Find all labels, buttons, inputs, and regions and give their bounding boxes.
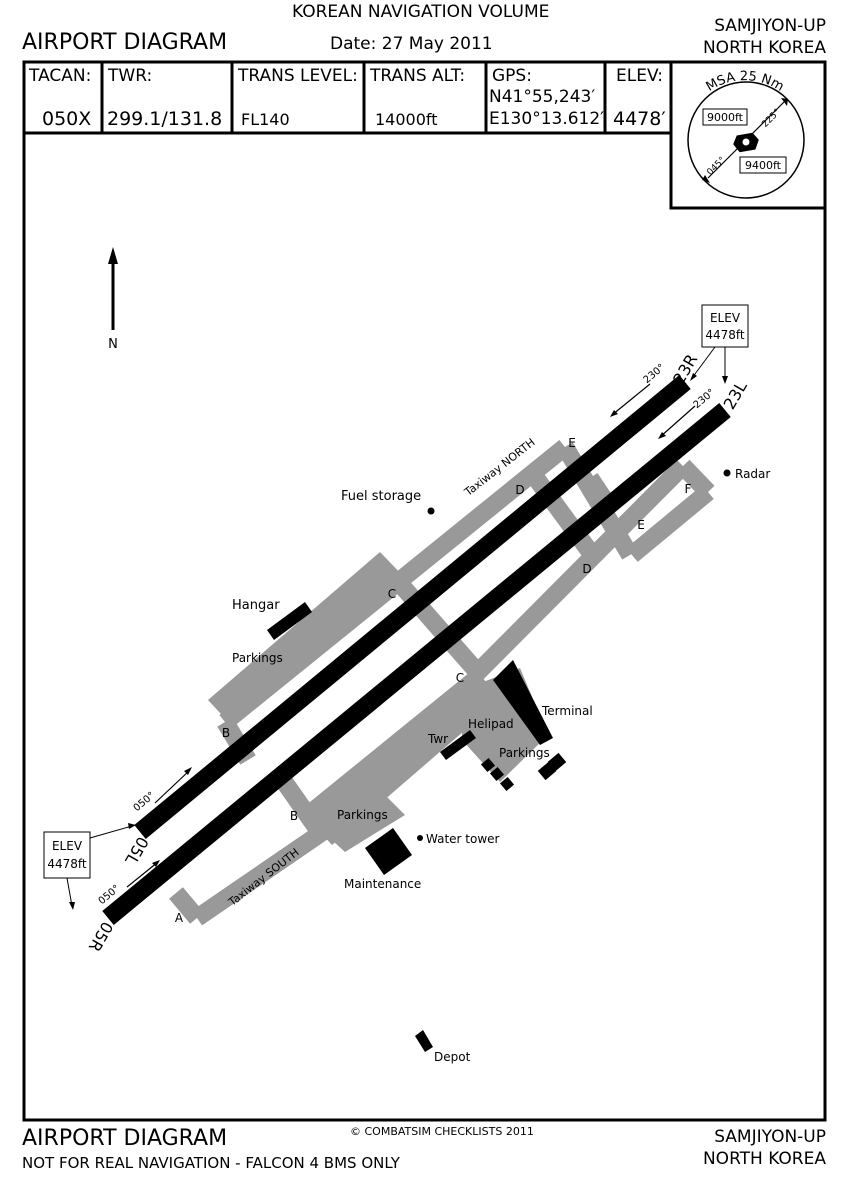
taxiway-E-label-north: E [568, 436, 576, 450]
taxiway-A-label: A [175, 911, 184, 925]
msa-sector-b: 9400ft [745, 159, 782, 172]
taxiway-south-label: Taxiway SOUTH [225, 846, 301, 910]
taxiway-D-label-south: D [582, 562, 591, 576]
taxiway-C-label-south: C [456, 671, 464, 685]
footer-copyright: © COMBATSIM CHECKLISTS 2011 [350, 1125, 534, 1138]
taxiway-E-label-south: E [637, 518, 645, 532]
runway-05R-label: 05R [85, 918, 117, 955]
elev-value: 4478′ [613, 108, 666, 130]
diagram-frame [22, 60, 827, 1122]
taxiway-B-label-north: B [222, 726, 230, 740]
taxiway-D-label-north: D [515, 483, 524, 497]
tower-building [440, 730, 476, 760]
airport-name: SAMJIYON-UP [714, 16, 826, 36]
tacan-value: 050X [42, 108, 92, 130]
terminal-label: Terminal [541, 704, 593, 718]
twr-label: TWR: [108, 66, 153, 86]
country-name: NORTH KOREA [702, 38, 826, 58]
footer-country: NORTH KOREA [702, 1149, 826, 1169]
water-tower-label: Water tower [426, 832, 500, 846]
volume-title: KOREAN NAVIGATION VOLUME [292, 2, 550, 22]
elev-box-ne-value: 4478ft [705, 328, 745, 342]
radar-label: Radar [735, 467, 770, 481]
runway-05R-23L [102, 403, 731, 925]
gps-label: GPS: [492, 66, 532, 86]
heading-23L: 230° [692, 387, 718, 411]
footer-title: AIRPORT DIAGRAM [22, 1126, 228, 1151]
elev-box-ne-label: ELEV [710, 311, 741, 325]
north-label: N [108, 337, 118, 352]
parkings-label-terminal: Parkings [499, 746, 550, 760]
taxiway-F-label: F [685, 482, 692, 496]
depot-building [415, 1030, 433, 1052]
tower-label: Twr [427, 732, 448, 746]
trans-level-value: FL140 [241, 110, 290, 129]
parkings-label-north: Parkings [232, 651, 283, 665]
taxiway-south [191, 812, 346, 926]
elev-label: ELEV: [616, 66, 663, 86]
heading-23R: 230° [642, 362, 668, 386]
gps-latitude: N41°55,243′ [489, 87, 596, 107]
msa-circle [687, 81, 805, 199]
hangar-label: Hangar [232, 598, 280, 613]
taxiway-B-label-south: B [290, 809, 298, 823]
maintenance-building [365, 828, 412, 875]
parkings-label-south: Parkings [337, 808, 388, 822]
hangar-building [267, 602, 312, 640]
chart-date: Date: 27 May 2011 [330, 34, 493, 54]
runway-05L-23R [134, 375, 691, 839]
south-parking-apron [310, 790, 405, 852]
trans-alt-label: TRANS ALT: [370, 66, 466, 86]
runway-05L-label: 05L [121, 833, 152, 868]
fuel-storage-label: Fuel storage [341, 489, 421, 504]
depot-label: Depot [434, 1050, 471, 1064]
elev-box-sw-value: 4478ft [47, 857, 87, 871]
helipad-label: Helipad [468, 717, 514, 731]
terminal-building [493, 660, 553, 745]
trans-level-label: TRANS LEVEL: [238, 66, 358, 86]
page-title: AIRPORT DIAGRAM [22, 30, 228, 55]
north-arrow-icon [108, 247, 118, 264]
twr-value: 299.1/131.8 [107, 108, 223, 130]
footer-airport: SAMJIYON-UP [714, 1127, 826, 1147]
central-apron [300, 668, 500, 845]
msa-sector-a: 9000ft [707, 111, 744, 124]
taxiway-C-label-north: C [388, 587, 396, 601]
gps-longitude: E130°13.612′ [489, 109, 605, 129]
runway-23L-label: 23L [720, 378, 751, 413]
north-apron [208, 552, 405, 727]
water-tower-marker [417, 835, 423, 841]
fuel-storage-marker [427, 507, 435, 515]
tacan-label: TACAN: [29, 66, 92, 86]
footer-disclaimer: NOT FOR REAL NAVIGATION - FALCON 4 BMS O… [22, 1154, 400, 1172]
elev-box-sw-label: ELEV [52, 839, 83, 853]
trans-alt-value: 14000ft [375, 110, 438, 129]
radar-marker [723, 469, 731, 477]
maintenance-label: Maintenance [344, 877, 421, 891]
